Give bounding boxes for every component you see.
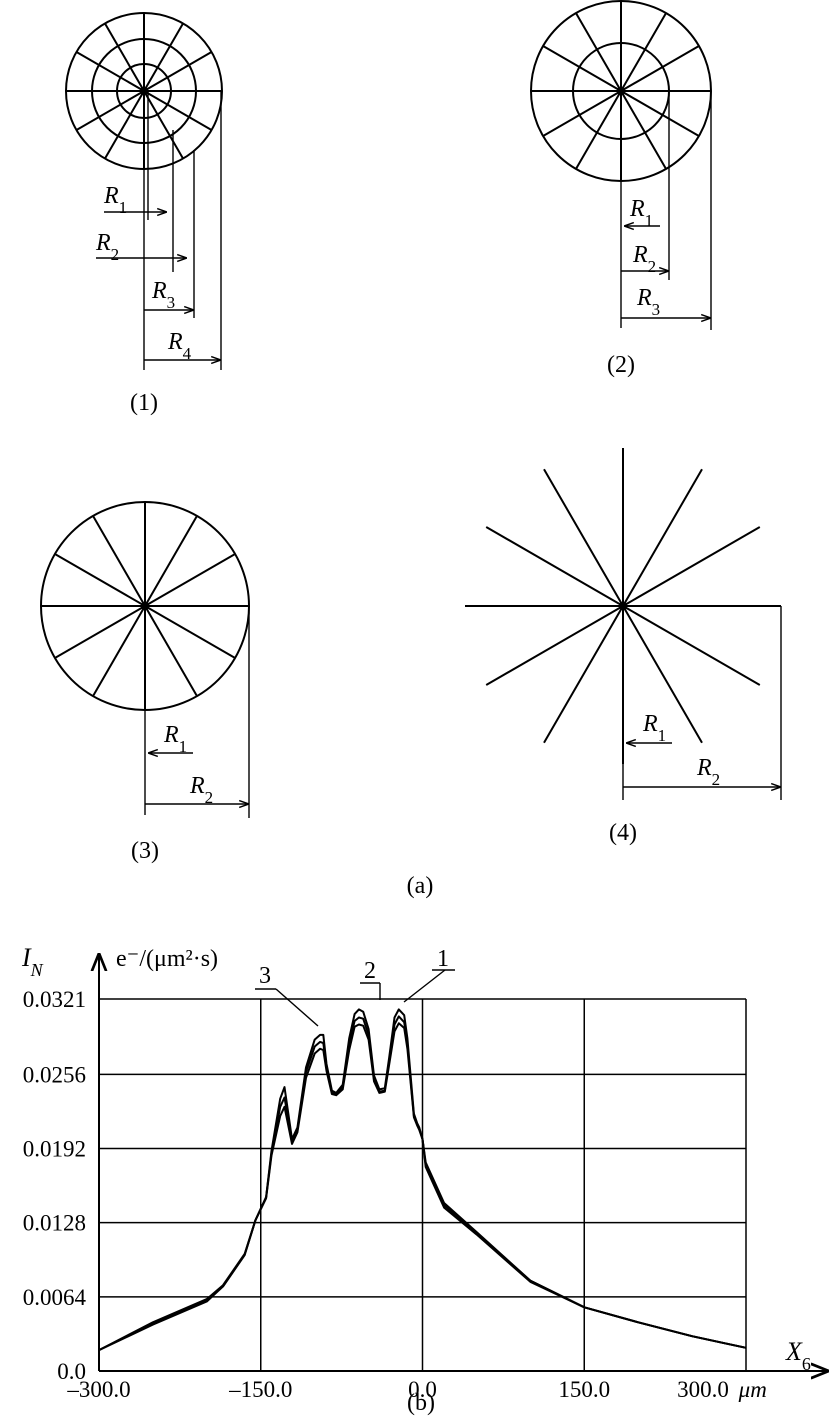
spoke-6	[485, 526, 624, 607]
y-tick-label: 0.0128	[23, 1211, 86, 1236]
panel-2-dimension-lines	[620, 91, 712, 330]
curve-1-label: 1	[437, 946, 449, 972]
spoke-11	[144, 605, 198, 697]
spoke-2	[144, 553, 236, 607]
spoke-8	[75, 90, 145, 131]
panel-1-label-r3: R3	[151, 278, 175, 312]
x-tick-label: –150.0	[228, 1377, 292, 1402]
spoke-8	[54, 605, 146, 659]
figure-b-caption: (b)	[407, 1390, 435, 1416]
y-tick-label: 0.0256	[23, 1062, 86, 1087]
spoke-12	[620, 90, 700, 137]
spoke-12	[143, 90, 213, 131]
spoke-8	[542, 90, 622, 137]
panel-4-label-r2: R2	[696, 755, 720, 789]
spoke-6	[75, 51, 145, 92]
spoke-5	[575, 12, 622, 92]
x-tick-label-with-unit: 300.0 μm	[677, 1377, 767, 1402]
panel-1: R1 R2 R3 R4 (1)	[65, 12, 223, 416]
chart-series	[98, 1008, 747, 1352]
spoke-2	[143, 51, 213, 92]
spoke-12	[622, 605, 761, 686]
spoke-5	[543, 468, 624, 607]
spoke-3	[620, 12, 667, 92]
panel-1-spokes	[66, 13, 222, 169]
panel-4-caption: (4)	[609, 820, 637, 846]
panel-1-label-r4: R4	[167, 329, 192, 363]
y-tick-label: 0.0	[57, 1359, 86, 1384]
curve-1-leader	[403, 969, 446, 1003]
y-axis-symbol: IN	[21, 943, 44, 980]
y-tick-label: 0.0321	[23, 987, 86, 1012]
panel-3-caption: (3)	[131, 838, 159, 864]
curve-2-label: 2	[364, 958, 376, 984]
x-tick-label: –300.0	[66, 1377, 130, 1402]
spoke-9	[575, 90, 622, 170]
spoke-3	[144, 515, 198, 607]
panel-3-label-r2: R2	[189, 773, 213, 807]
y-tick-label: 0.0192	[23, 1136, 86, 1161]
panel-4: R1 R2 (4)	[465, 448, 782, 846]
spoke-3	[622, 468, 703, 607]
panel-1-caption: (1)	[130, 390, 158, 416]
panel-2: R1 R2 R3 (2)	[530, 0, 712, 378]
spoke-11	[622, 605, 703, 744]
figure-a-caption: (a)	[407, 873, 434, 899]
series-3-line	[98, 1022, 747, 1351]
y-axis-unit: e⁻/(μm²·s)	[116, 946, 218, 972]
x-axis-symbol: X6	[785, 1337, 811, 1374]
panel-2-label-r1: R1	[629, 196, 653, 230]
spoke-9	[104, 90, 145, 160]
spoke-2	[620, 45, 700, 92]
panel-3-label-r1: R1	[163, 722, 187, 756]
x-tick-label: 150.0	[558, 1377, 610, 1402]
panel-2-caption: (2)	[607, 352, 635, 378]
y-tick-labels: 0.0 0.0064 0.0128 0.0192 0.0256 0.0321	[23, 987, 87, 1384]
spoke-2	[622, 526, 761, 607]
spoke-8	[485, 605, 624, 686]
spoke-6	[542, 45, 622, 92]
x-tick-label: 0.0	[408, 1377, 437, 1402]
panel-4-label-r1: R1	[642, 711, 666, 745]
spoke-3	[143, 22, 184, 92]
panel-4-dimension-lines	[622, 606, 782, 800]
x-tick-labels: –300.0 –150.0 0.0 150.0 300.0 μm	[66, 1377, 766, 1402]
spoke-11	[143, 90, 184, 160]
panel-3: R1 R2 (3)	[40, 501, 250, 864]
chart-grid	[99, 998, 747, 1371]
curve-3-leader	[275, 988, 319, 1027]
spoke-12	[144, 605, 236, 659]
panel-4-spokes	[465, 448, 781, 764]
panel-3-dimension-lines	[144, 606, 250, 818]
panel-2-label-r3: R3	[636, 285, 660, 319]
curve-3-label: 3	[259, 963, 271, 989]
spoke-5	[92, 515, 146, 607]
spoke-9	[92, 605, 146, 697]
spoke-9	[543, 605, 624, 744]
spoke-5	[104, 22, 145, 92]
spoke-11	[620, 90, 667, 170]
y-tick-label: 0.0064	[23, 1285, 87, 1310]
spoke-6	[54, 553, 146, 607]
panel-1-dimension-lines	[96, 91, 222, 370]
